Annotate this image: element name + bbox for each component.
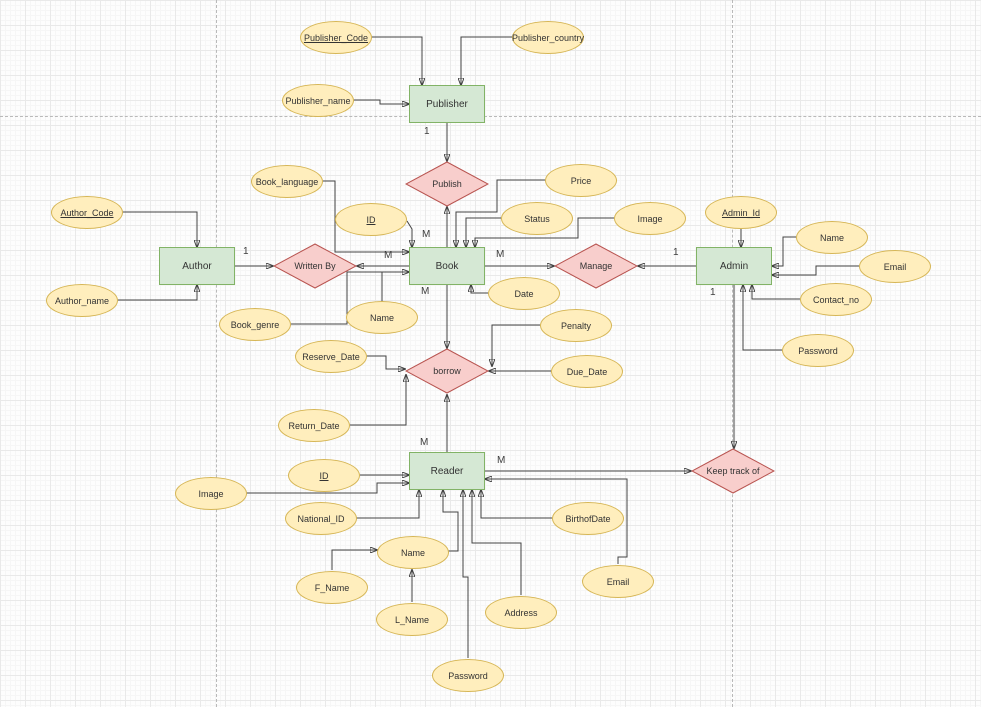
edge-publisher-name[interactable] [354, 99, 409, 104]
edge-penalty[interactable] [492, 324, 540, 366]
edge-admin-password[interactable] [743, 285, 782, 351]
cardinality-book-borrow: M [421, 286, 430, 297]
edge-birthof-date[interactable] [481, 490, 552, 519]
relationship-borrow[interactable]: borrow [405, 348, 489, 394]
attribute-book-id[interactable]: ID [335, 203, 407, 236]
edge-address[interactable] [472, 490, 522, 595]
relationship-keep-track-of[interactable]: Keep track of [691, 448, 775, 494]
edge-author-code[interactable] [123, 211, 197, 247]
relationship-written-by[interactable]: Written By [273, 243, 357, 289]
relationship-label: Publish [432, 179, 462, 189]
diamond-shape [691, 448, 775, 494]
edge-publisher-code[interactable] [372, 36, 422, 85]
diamond-shape [273, 243, 357, 289]
entity-reader[interactable]: Reader [409, 452, 485, 490]
entity-author[interactable]: Author [159, 247, 235, 285]
edge-publisher-country[interactable] [461, 36, 512, 85]
attribute-return-date[interactable]: Return_Date [278, 409, 350, 442]
attribute-author-code[interactable]: Author_Code [51, 196, 123, 229]
attribute-book-language[interactable]: Book_language [251, 165, 323, 198]
attribute-due-date[interactable]: Due_Date [551, 355, 623, 388]
cardinality-admin-manage: 1 [673, 247, 679, 258]
attribute-reader-id[interactable]: ID [288, 459, 360, 492]
attribute-book-genre[interactable]: Book_genre [219, 308, 291, 341]
cardinality-reader-borrow: M [420, 437, 429, 448]
cardinality-admin-keeptrack: 1 [710, 287, 716, 298]
edge-reader-image[interactable] [247, 483, 409, 494]
attribute-reader-name[interactable]: Name [377, 536, 449, 569]
diamond-shape [554, 243, 638, 289]
attribute-penalty[interactable]: Penalty [540, 309, 612, 342]
attribute-national-id[interactable]: National_ID [285, 502, 357, 535]
edge-reader-password[interactable] [463, 490, 469, 658]
attribute-admin-email[interactable]: Email [859, 250, 931, 283]
attribute-book-image[interactable]: Image [614, 202, 686, 235]
attribute-admin-name[interactable]: Name [796, 221, 868, 254]
edge-book-id[interactable] [406, 220, 412, 247]
attribute-date[interactable]: Date [488, 277, 560, 310]
attribute-author-name[interactable]: Author_name [46, 284, 118, 317]
relationship-label: Written By [294, 261, 336, 271]
attribute-book-name[interactable]: Name [346, 301, 418, 334]
cardinality-book-publish: M [422, 229, 431, 240]
edge-return-date[interactable] [350, 375, 406, 426]
edge-book-genre[interactable] [291, 272, 409, 325]
attribute-publisher-country[interactable]: Publisher_country [512, 21, 584, 54]
attribute-status[interactable]: Status [501, 202, 573, 235]
attribute-publisher-name[interactable]: Publisher_name [282, 84, 354, 117]
attribute-publisher-code[interactable]: Publisher_Code [300, 21, 372, 54]
entity-publisher[interactable]: Publisher [409, 85, 485, 123]
cardinality-publisher-publish: 1 [424, 126, 430, 137]
edge-national-id[interactable] [356, 490, 419, 519]
edge-author-name[interactable] [118, 285, 197, 301]
cardinality-reader-keeptrack: M [497, 455, 506, 466]
cardinality-book-writtenby: M [384, 250, 393, 261]
attribute-birthof-date[interactable]: BirthofDate [552, 502, 624, 535]
relationship-publish[interactable]: Publish [405, 161, 489, 207]
cardinality-book-manage: M [496, 249, 505, 260]
edge-f-name[interactable] [331, 550, 377, 570]
relationship-label: Keep track of [706, 466, 760, 476]
edge-reader-email[interactable] [485, 479, 628, 564]
attribute-admin-id[interactable]: Admin_Id [705, 196, 777, 229]
edge-admin-name[interactable] [772, 236, 796, 266]
attribute-address[interactable]: Address [485, 596, 557, 629]
edge-price[interactable] [456, 179, 545, 247]
entity-book[interactable]: Book [409, 247, 485, 285]
edge-reader-name[interactable] [443, 490, 459, 552]
attribute-l-name[interactable]: L_Name [376, 603, 448, 636]
attribute-price[interactable]: Price [545, 164, 617, 197]
attribute-admin-password[interactable]: Password [782, 334, 854, 367]
edge-status[interactable] [466, 217, 501, 247]
diamond-shape [405, 348, 489, 394]
relationship-label: Manage [579, 261, 613, 271]
relationship-label: borrow [433, 366, 461, 376]
edge-reserve-date[interactable] [367, 355, 405, 369]
attribute-reserve-date[interactable]: Reserve_Date [295, 340, 367, 373]
attribute-reader-email[interactable]: Email [582, 565, 654, 598]
attribute-reader-password[interactable]: Password [432, 659, 504, 692]
diamond-shape [405, 161, 489, 207]
page-guide-horizontal [0, 116, 981, 117]
edge-contact-no[interactable] [752, 285, 800, 300]
attribute-reader-image[interactable]: Image [175, 477, 247, 510]
edge-admin-email[interactable] [772, 265, 859, 275]
entity-admin[interactable]: Admin [696, 247, 772, 285]
edge-date[interactable] [471, 285, 488, 294]
attribute-contact-no[interactable]: Contact_no [800, 283, 872, 316]
page-guide-vertical-left [216, 0, 217, 707]
cardinality-author-writtenby: 1 [243, 246, 249, 257]
attribute-f-name[interactable]: F_Name [296, 571, 368, 604]
relationship-manage[interactable]: Manage [554, 243, 638, 289]
page-guide-vertical-right [732, 0, 733, 707]
edge-book-image[interactable] [475, 217, 614, 247]
